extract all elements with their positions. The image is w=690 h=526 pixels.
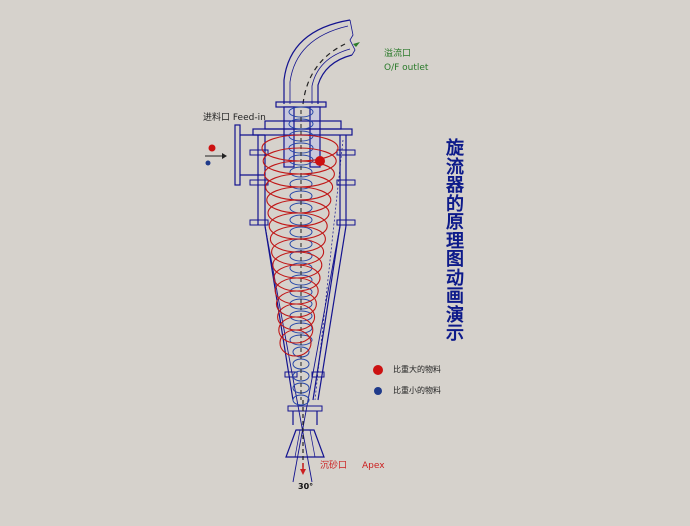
overflow-arrow-icon [353,42,360,47]
feed-light-particle [205,160,211,166]
heavy-particle [315,156,325,166]
overflow-label-cn: 溢流口 [384,49,412,59]
apex-label-en: Apex [362,461,385,471]
body-flange [252,128,353,136]
heavy-spiral-ring [279,329,312,357]
light-material-vortex [288,106,314,406]
overflow-flow-path [302,43,346,105]
legend-heavy-icon [373,365,383,375]
overflow-pipe-outer [283,19,351,104]
apex-nozzle [285,429,325,458]
cone-angle-label: 30° [298,482,314,491]
overflow-pipe-inner [317,54,353,104]
feed-inlet-plate [234,124,241,186]
apex-label-cn: 沉砂口 [320,461,348,471]
heavy-spiral-ring [278,316,314,344]
feed-heavy-particle [208,144,216,152]
apex-arrow-icon [300,463,306,475]
heavy-material-spiral [261,134,339,357]
legend-light-label: 比重小的物料 [393,386,441,395]
legend-light-icon [374,387,382,395]
light-vortex-ring [292,394,310,406]
hydrocyclone-structure [234,19,356,483]
legend-heavy-label: 比重大的物料 [393,365,441,374]
overflow-label-en: O/F outlet [384,63,429,73]
feed-label: 进料口 Feed-in [203,113,266,123]
diagram-title: 旋流器的原理图动画演示 [446,138,464,344]
feed-arrow-icon [205,153,227,159]
